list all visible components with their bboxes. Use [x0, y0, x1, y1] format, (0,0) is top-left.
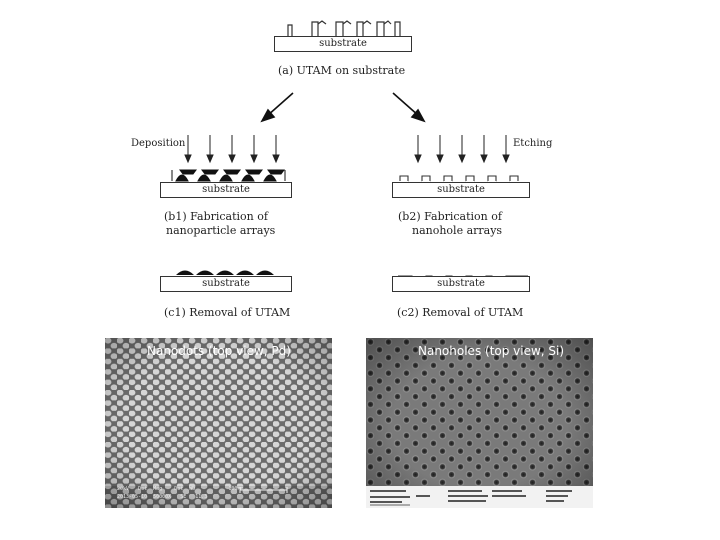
substrate-c2: substrate: [392, 276, 530, 292]
caption-b1: (b1) Fabrication of nanoparticle arrays: [164, 210, 275, 238]
etching-label: Etching: [513, 138, 553, 149]
nanoparticle-deposit-b1: [171, 169, 286, 182]
caption-b1-line2: nanoparticle arrays: [166, 224, 276, 237]
nanodots-pattern: [105, 338, 332, 508]
nanoparticles-c1: [176, 270, 274, 275]
nanoholes-pattern: [366, 338, 593, 508]
nanodots-info-line2: 2013-05-10 50000X SE 11.3: [117, 494, 208, 500]
caption-c2: (c2) Removal of UTAM: [397, 306, 524, 319]
deposition-label: Deposition: [131, 138, 186, 149]
nanodots-info-line1: 20kV Det Mag Det WD 100nm: [117, 486, 244, 492]
sem-nanoholes-image: Nanoholes (top view, Si): [366, 338, 593, 508]
substrate-c1: substrate: [160, 276, 292, 292]
nanoholes-caption: Nanoholes (top view, Si): [418, 344, 565, 358]
substrate-b2: substrate: [392, 182, 530, 198]
sem-nanodots-image: Nanodots (top view, Pd) 20kV Det Mag Det…: [105, 338, 332, 508]
nanodots-caption: Nanodots (top view, Pd): [147, 344, 291, 358]
deposition-arrows: [184, 135, 280, 164]
caption-b2-line1: (b2) Fabrication of: [398, 210, 502, 223]
caption-b2-line2: nanohole arrays: [412, 224, 503, 237]
arrow-left: [260, 92, 294, 123]
substrate-a: substrate: [274, 36, 412, 52]
caption-c1: (c1) Removal of UTAM: [164, 306, 291, 319]
caption-b1-line1: (b1) Fabrication of: [164, 210, 268, 223]
arrow-right: [392, 92, 426, 123]
substrate-b1: substrate: [160, 182, 292, 198]
etching-arrows: [414, 135, 510, 164]
caption-b2: (b2) Fabrication of nanohole arrays: [398, 210, 502, 238]
caption-a: (a) UTAM on substrate: [278, 64, 406, 77]
utam-template-a: [287, 20, 401, 36]
